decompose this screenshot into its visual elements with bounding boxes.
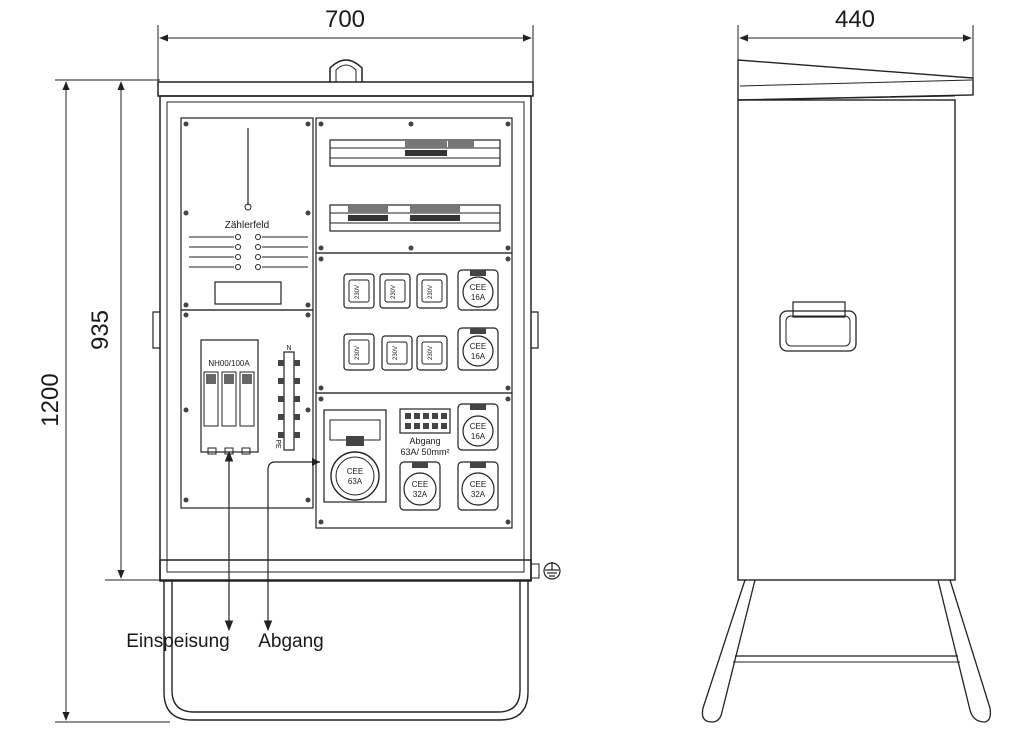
svg-text:CEE: CEE [470,342,486,351]
svg-text:CEE: CEE [470,283,486,292]
cee-32a-socket: CEE 32A [399,461,441,511]
svg-text:230V: 230V [393,346,399,360]
cee-63a-socket: CEE 63A [323,409,387,503]
outgoing-terminal-block [399,408,451,434]
dimension-height-total: 1200 [37,79,170,723]
svg-text:16A: 16A [471,352,486,361]
schuko-socket: 230V [343,273,375,309]
feed-in-label: Einspeisung [126,631,230,652]
outgoing-terminal-title: Abgang [409,436,440,446]
busbar-n-label: N [286,345,291,352]
svg-text:63A: 63A [348,477,363,486]
cee-16a-socket: CEE 16A [457,327,499,371]
cee-32a-socket: CEE 32A [457,461,499,511]
front-view: Zählerfeld NH00/100A [126,59,561,721]
meter-field-vents [189,234,308,270]
schuko-socket: 230V [416,335,448,371]
svg-text:32A: 32A [413,490,428,499]
dimension-width-side: 440 [737,6,974,80]
meter-field-label: Zählerfeld [225,220,269,231]
schuko-socket: 230V [416,273,448,309]
cee-16a-socket: CEE 16A [457,269,499,311]
svg-text:CEE: CEE [412,480,428,489]
dimension-1200-text: 1200 [37,373,64,426]
outgoing-label: Abgang [258,631,324,652]
svg-text:CEE: CEE [470,422,486,431]
svg-text:16A: 16A [471,293,486,302]
busbar-pe-label: PE [274,439,281,449]
dimension-width-front: 700 [157,6,534,95]
dimension-700-text: 700 [325,6,365,33]
svg-text:230V: 230V [391,285,397,299]
schuko-socket: 230V [343,333,375,371]
svg-text:CEE: CEE [347,467,363,476]
dimension-height-cabinet: 935 [87,79,165,581]
dimension-935-text: 935 [87,310,114,350]
schuko-socket: 230V [381,335,413,371]
side-view [701,59,992,723]
schuko-socket: 230V [379,273,411,309]
outgoing-terminal-spec: 63A/ 50mm² [400,447,449,457]
cee-16a-socket: CEE 16A [457,403,499,451]
svg-text:CEE: CEE [470,480,486,489]
svg-text:230V: 230V [355,346,361,360]
svg-text:230V: 230V [355,285,361,299]
svg-text:230V: 230V [428,346,434,360]
dimension-440-text: 440 [835,6,875,33]
svg-text:32A: 32A [471,490,486,499]
svg-text:16A: 16A [471,432,486,441]
svg-text:230V: 230V [428,285,434,299]
fuse-label: NH00/100A [208,359,250,368]
